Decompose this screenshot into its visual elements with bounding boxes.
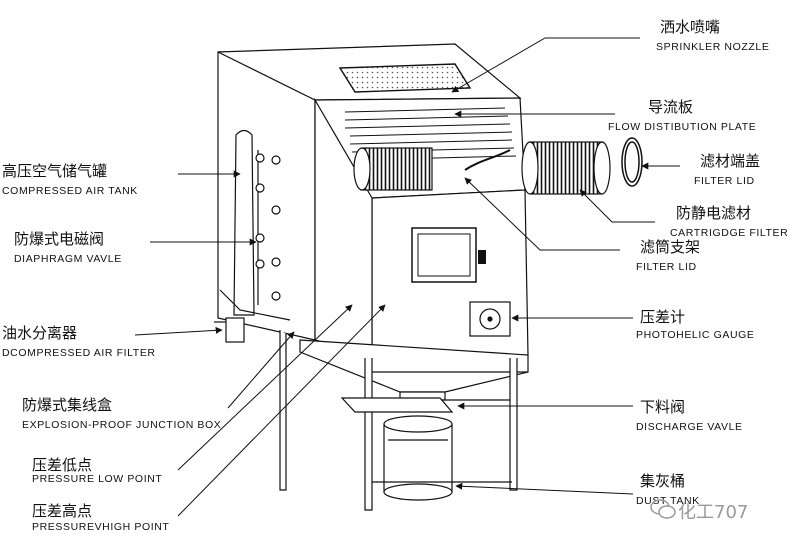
discharge-valve-and-tank <box>340 397 454 501</box>
label-cartridge-zh: 防静电滤材 <box>676 204 752 222</box>
label-discharge-en: DISCHARGE VAVLE <box>636 421 743 433</box>
label-dust-tank-en: DUST TANK <box>636 495 700 507</box>
leader-dust-tank <box>455 482 634 495</box>
wechat-icon <box>650 499 676 519</box>
leader-sprinkler <box>451 37 640 93</box>
label-filter-lid-en: FILTER LID <box>694 175 755 187</box>
leader-filter-frame <box>464 177 620 251</box>
label-discharge-zh: 下料阀 <box>640 398 686 416</box>
label-dust-tank-zh: 集灰桶 <box>640 472 686 490</box>
label-junction-zh: 防爆式集线盒 <box>22 396 113 414</box>
machine-body <box>217 43 529 401</box>
oil-water-separator <box>214 317 245 343</box>
filter-cartridge-removed <box>521 141 611 195</box>
label-low-point-en: PRESSURE LOW POINT <box>32 473 163 485</box>
leader-low-point <box>177 304 353 471</box>
label-junction-en: EXPLOSION-PROOF JUNCTION BOX <box>22 419 222 431</box>
leader-high-point <box>177 304 386 517</box>
label-valve-en: DIAPHRAGM VAVLE <box>14 253 122 265</box>
label-flow-plate-zh: 导流板 <box>648 98 694 116</box>
leader-junction <box>227 331 295 409</box>
photohelic-gauge <box>469 301 511 337</box>
watermark-text: 化工707 <box>678 502 749 523</box>
leader-lines <box>134 37 680 517</box>
inspection-window <box>411 227 486 283</box>
label-filter-frame-en: FILTER LID <box>636 261 697 273</box>
label-gauge-zh: 压差计 <box>640 308 686 326</box>
label-separator-en: DCOMPRESSED AIR FILTER <box>2 347 156 359</box>
filter-lid-ring <box>621 137 643 187</box>
label-flow-plate-en: FLOW DISTIBUTION PLATE <box>608 121 757 133</box>
label-filter-lid-zh: 滤材端盖 <box>700 152 761 170</box>
leader-separator <box>134 326 223 336</box>
label-air-tank-en: COMPRESSED AIR TANK <box>2 185 138 197</box>
label-filter-frame-zh: 滤筒支架 <box>640 238 701 256</box>
label-air-tank-zh: 高压空气储气罐 <box>2 162 108 180</box>
leader-cartridge <box>579 189 655 223</box>
label-high-point-en: PRESSUREVHIGH POINT <box>32 521 170 533</box>
label-sprinkler-zh: 洒水喷嘴 <box>660 18 721 36</box>
filter-cartridge-inside <box>353 147 433 191</box>
label-separator-zh: 油水分离器 <box>2 324 78 342</box>
label-valve-zh: 防爆式电磁阀 <box>14 230 105 248</box>
label-gauge-en: PHOTOHELIC GAUGE <box>636 329 755 341</box>
label-sprinkler-en: SPRINKLER NOZZLE <box>656 41 770 53</box>
label-low-point-zh: 压差低点 <box>32 456 93 474</box>
label-cartridge-en: CARTRIGDGE FILTER <box>670 227 789 239</box>
label-high-point-zh: 压差高点 <box>32 502 93 520</box>
support-legs <box>279 330 518 511</box>
